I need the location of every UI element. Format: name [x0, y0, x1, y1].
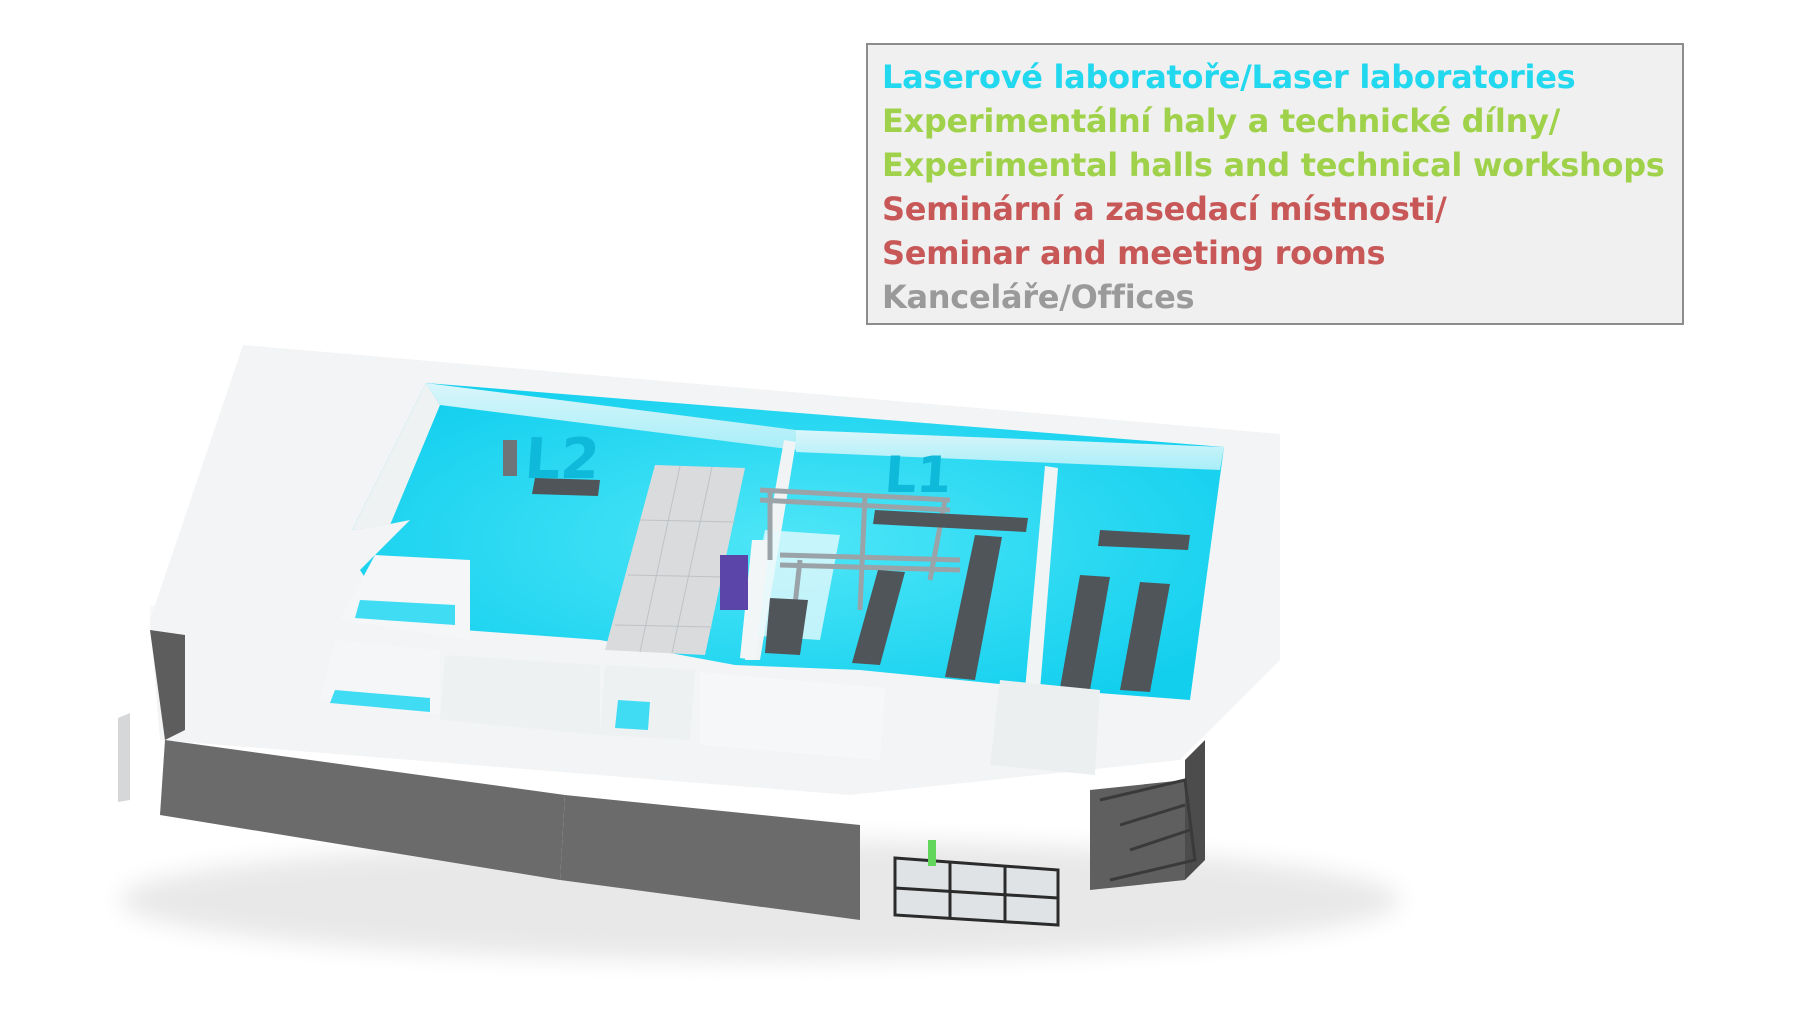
cabinet-l2	[503, 440, 517, 476]
facade-left	[160, 740, 565, 880]
l2-left-wall	[352, 383, 440, 530]
gantry-frame	[759, 487, 961, 611]
office-floor-left	[355, 600, 455, 625]
lower-room-2-floor	[615, 700, 650, 730]
legend-line-laser-labs: Laserové laboratoře/Laser laboratories	[882, 58, 1576, 96]
lower-room-1	[440, 655, 600, 735]
legend-line-seminar-rooms-en: Seminar and meeting rooms	[882, 234, 1386, 272]
legend-line-seminar-rooms-cz: Seminární a zasedací místnosti/	[882, 190, 1447, 228]
legend-line-offices: Kanceláře/Offices	[882, 278, 1195, 316]
partition-wall-2	[1025, 466, 1058, 690]
facade-middle	[560, 795, 860, 920]
equipment-rack	[720, 555, 748, 610]
facade-far-right	[1185, 740, 1205, 880]
legend-box: Laserové laboratoře/Laser laboratories E…	[866, 43, 1684, 325]
person-figure	[928, 840, 936, 866]
legend-line-experimental-halls-en: Experimental halls and technical worksho…	[882, 146, 1665, 184]
corridor-tiles	[614, 465, 736, 654]
facade-right	[1090, 780, 1185, 890]
room-label-l2: L2	[523, 427, 602, 492]
office-floor-lower	[330, 690, 430, 712]
entrance-glass-wall	[893, 856, 1060, 927]
partition-wall-4	[740, 540, 770, 660]
optical-table-right-c	[1120, 582, 1170, 692]
l2-back-wall	[426, 383, 796, 450]
l1-back-wall	[796, 430, 1224, 470]
optical-table-l1-c	[852, 570, 905, 665]
optical-table-l2	[532, 478, 600, 496]
entrance-canopy-railing	[1099, 778, 1197, 882]
central-corridor-floor	[605, 465, 745, 655]
lower-room-3	[700, 672, 885, 760]
legend-line-experimental-halls-cz: Experimentální haly a technické dílny/	[882, 102, 1561, 140]
optical-table-right-b	[1060, 575, 1110, 690]
optical-table-right-a	[1098, 530, 1190, 550]
right-room-block	[990, 680, 1100, 775]
signpost	[118, 713, 130, 802]
optical-table-l1-d	[765, 598, 808, 655]
facade-west-end	[150, 630, 185, 740]
room-label-l1: L1	[883, 446, 954, 504]
optical-table-l1-a	[873, 510, 1028, 532]
optical-table-l1-b	[945, 535, 1002, 680]
